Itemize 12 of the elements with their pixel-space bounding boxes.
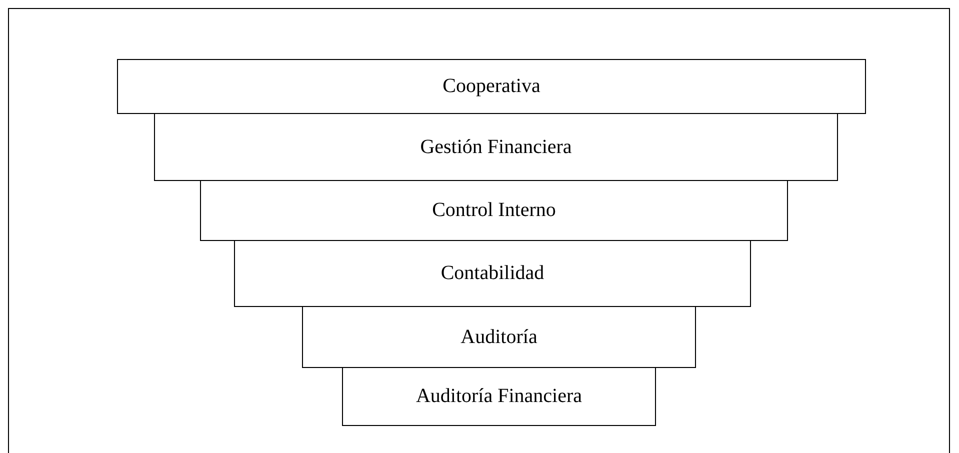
tier-label: Auditoría Financiera <box>416 385 582 408</box>
tier-box <box>342 367 656 426</box>
tier-label: Cooperativa <box>442 75 540 98</box>
tier-box <box>302 306 696 368</box>
tier-label: Auditoría <box>460 326 538 348</box>
tier-box <box>117 59 866 114</box>
tier-box <box>234 240 751 307</box>
tier-label: Contabilidad <box>440 262 544 285</box>
tier-box <box>200 180 788 241</box>
tier-box <box>154 113 838 181</box>
tier-label: Control Interno <box>432 199 556 222</box>
tier-label: Gestión Financiera <box>420 136 572 158</box>
